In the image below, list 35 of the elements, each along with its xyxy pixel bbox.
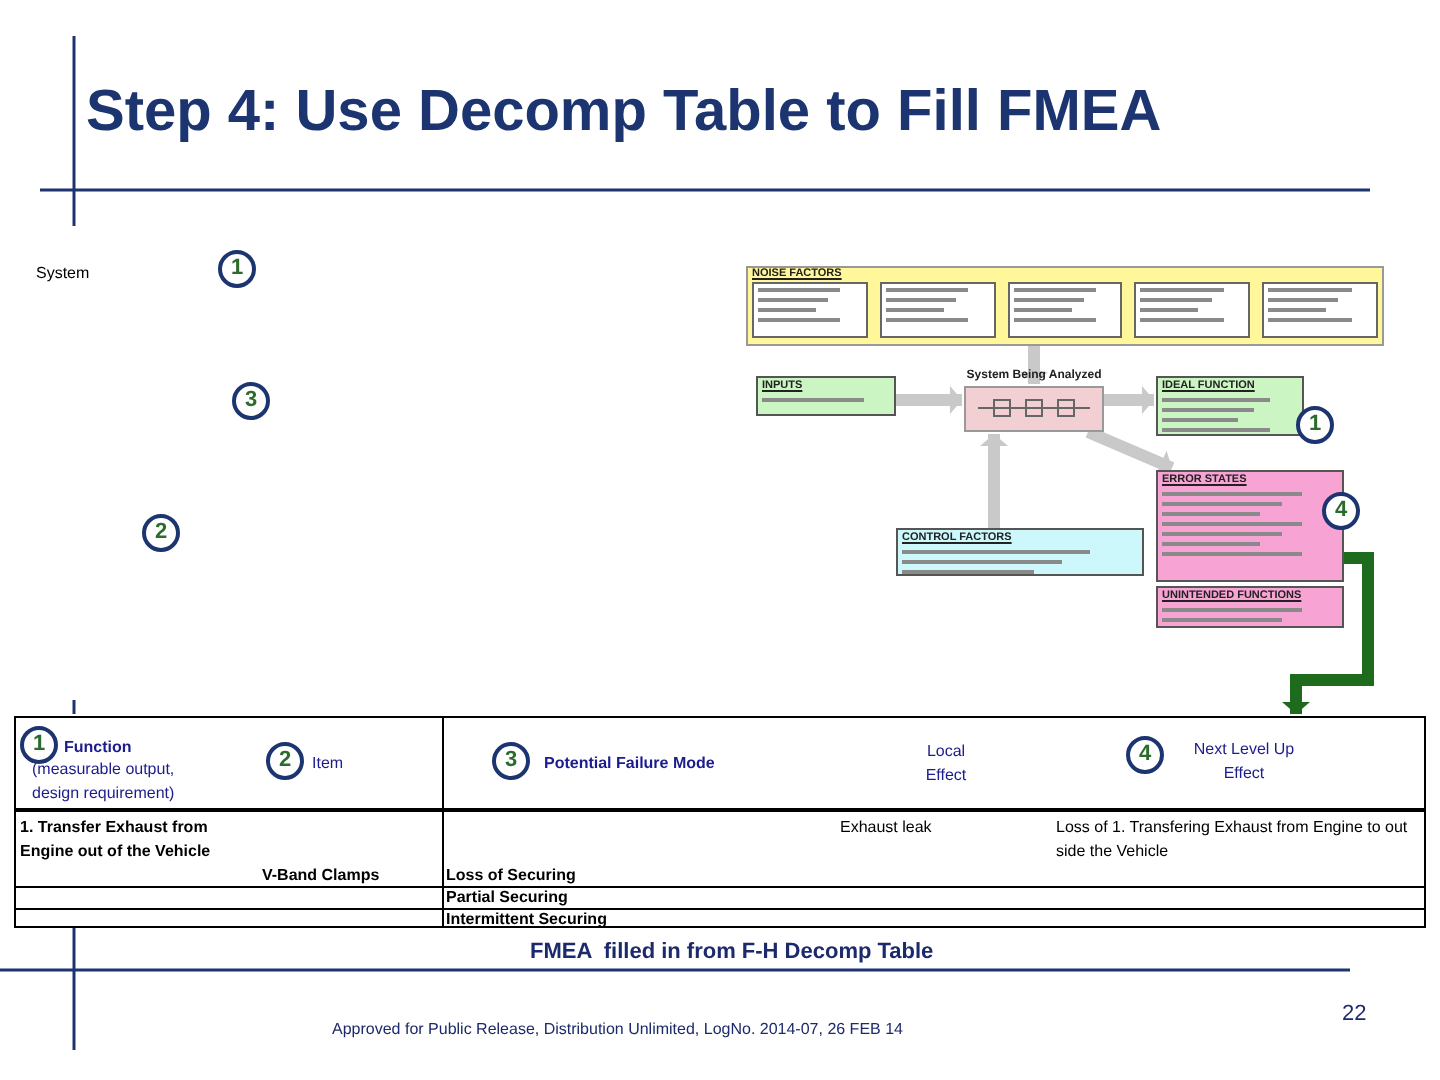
arrow — [1282, 552, 1374, 714]
column-header: Next Level Up Effect — [1191, 738, 1297, 786]
decomp-box — [1156, 586, 1344, 628]
page-number: 22 — [1342, 1000, 1367, 1030]
decomp-box — [756, 376, 896, 416]
arrow — [980, 434, 1008, 528]
noise-factors-box — [746, 266, 1384, 346]
column-header: Potential Failure Mode — [544, 752, 715, 776]
table-cell-text: Intermittent Securing — [446, 910, 607, 928]
slide-title: Step 4: Use Decomp Table to Fill FMEA — [86, 84, 1162, 142]
arrow — [1020, 346, 1048, 384]
decomp-box — [1156, 376, 1304, 436]
numbered-badge: 1 — [218, 250, 256, 288]
release-note: Approved for Public Release, Distribution Unlimited, LogNo. 2014-07, 26 FEB 14 — [332, 1018, 903, 1042]
table-cell-text: Partial Securing — [446, 888, 568, 908]
table-cell-text: Loss of Securing — [446, 866, 576, 886]
numbered-badge: 3 — [232, 382, 270, 420]
system-label: System — [36, 262, 90, 286]
table-cell-text: V-Band Clamps — [262, 864, 380, 888]
table-cell-text: Loss of 1. Transfering Exhaust from Engine to out side the Vehicle — [1056, 816, 1410, 864]
caption: FMEA filled in from F-H Decomp Table — [530, 938, 934, 968]
column-header-note: (measurable output, design requirement) — [32, 758, 177, 806]
decomp-box — [896, 528, 1144, 576]
numbered-badge: 4 — [1322, 492, 1360, 530]
table-cell-text: 1. Transfer Exhaust from Engine out of the Vehicle — [20, 816, 213, 864]
numbered-badge: 1 — [1296, 406, 1334, 444]
column-header: Item — [312, 752, 344, 776]
column-header: Local Effect — [923, 740, 969, 788]
table-cell-text: Exhaust leak — [840, 816, 932, 840]
numbered-badge: 2 — [142, 514, 180, 552]
arrow — [896, 386, 962, 414]
decomp-box — [1156, 470, 1344, 582]
arrow — [1104, 386, 1154, 414]
column-header: Function — [64, 736, 132, 760]
numbered-badge: 4 — [1126, 736, 1164, 774]
